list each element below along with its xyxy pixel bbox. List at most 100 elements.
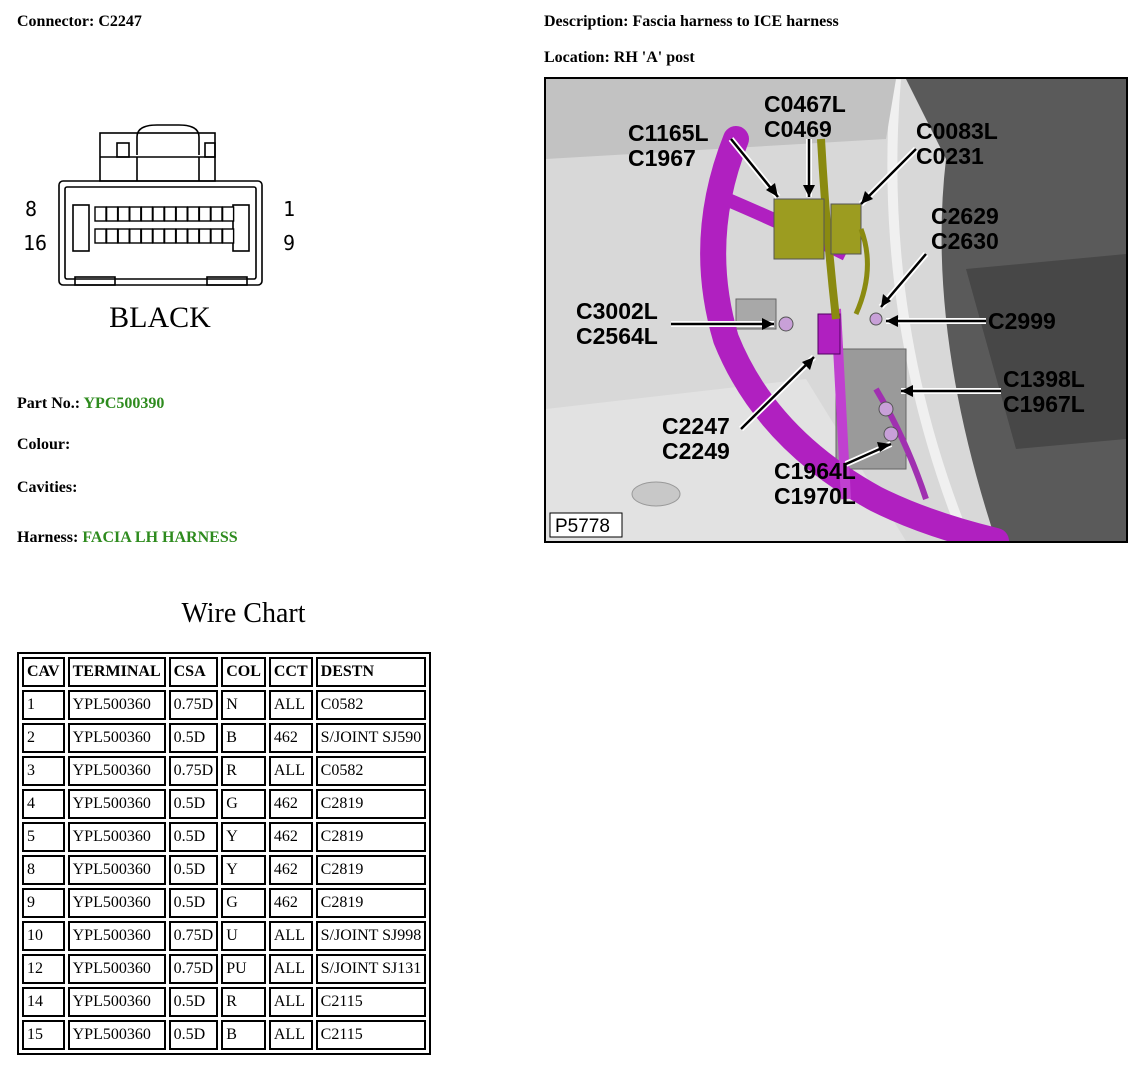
column-header-csa: CSA: [168, 657, 219, 687]
callout-c2999: C2999: [988, 308, 1056, 334]
pin-label-16: 16: [23, 231, 47, 255]
table-cell-csa: 0.5D: [168, 888, 219, 918]
table-cell-destn: C0582: [315, 756, 427, 786]
lilac-connector: [883, 426, 899, 442]
location-photo: C0467L C0469 C1165L C1967 C0083L C0231 C…: [544, 77, 1128, 543]
connector-pin: [175, 228, 188, 244]
part-number: Part No.: YPC500390: [17, 395, 164, 413]
table-cell-terminal: YPL500360: [67, 723, 166, 753]
table-cell-cav: 8: [22, 855, 65, 885]
connector-label: Connector:: [17, 13, 95, 30]
table-cell-col: B: [221, 723, 266, 753]
table-cell-cav: 4: [22, 789, 65, 819]
description-value: Fascia harness to ICE harness: [632, 13, 839, 30]
table-cell-cav: 9: [22, 888, 65, 918]
table-cell-destn: C2819: [315, 822, 427, 852]
table-cell-terminal: YPL500360: [67, 921, 166, 951]
table-cell-terminal: YPL500360: [67, 987, 166, 1017]
olive-lead: [853, 228, 870, 316]
table-cell-csa: 0.5D: [168, 723, 219, 753]
table-cell-csa: 0.5D: [168, 822, 219, 852]
table-cell-cav: 3: [22, 756, 65, 786]
callout-arrows: [671, 137, 1001, 467]
table-cell-cav: 5: [22, 822, 65, 852]
harness: Harness: FACIA LH HARNESS: [17, 529, 238, 547]
connector-pin: [163, 206, 177, 222]
connector-pin: [94, 228, 107, 244]
callout-c0083l: C0083L: [916, 118, 998, 144]
connector-value: C2247: [98, 13, 142, 30]
connector-pin: [210, 228, 223, 244]
callout-c2564l: C2564L: [576, 323, 658, 349]
table-cell-csa: 0.75D: [168, 921, 219, 951]
table-cell-col: Y: [221, 855, 266, 885]
connector-title: Connector: C2247: [17, 13, 142, 31]
location-photo-drawing: C0467L C0469 C1165L C1967 C0083L C0231 C…: [546, 79, 1126, 541]
table-cell-csa: 0.75D: [168, 756, 219, 786]
callout-c1967l: C1967L: [1003, 391, 1085, 417]
table-cell-cct: 462: [268, 855, 313, 885]
colour-label: Colour:: [17, 436, 71, 453]
table-cell-destn: C2819: [315, 888, 427, 918]
column-header-col: COL: [221, 657, 266, 687]
table-cell-col: B: [221, 1020, 266, 1050]
callout-c0469: C0469: [764, 116, 832, 142]
arrow-heads: [762, 183, 913, 452]
table-cell-col: N: [221, 690, 266, 720]
table-cell-col: Y: [221, 822, 266, 852]
connector-pin: [221, 206, 235, 222]
connector-pin: [140, 228, 154, 244]
magenta-branch-3: [873, 387, 929, 500]
column-header-terminal: TERMINAL: [67, 657, 166, 687]
connector-pin: [140, 206, 154, 222]
callout-c1967: C1967: [628, 145, 696, 171]
table-cell-cct: 462: [268, 789, 313, 819]
table-cell-cct: ALL: [268, 1020, 313, 1050]
table-cell-cav: 14: [22, 987, 65, 1017]
photo-ref-label: P5778: [555, 516, 610, 537]
connector-pin: [117, 206, 130, 222]
part-no-label: Part No.:: [17, 395, 81, 412]
table-cell-csa: 0.75D: [168, 690, 219, 720]
connector-pin: [198, 228, 212, 244]
callout-c2249: C2249: [662, 438, 730, 464]
connector-pin: [117, 228, 130, 244]
connector-pin: [210, 206, 223, 222]
pin-grid: [94, 206, 235, 244]
connector-pin: [221, 228, 235, 244]
connector-pin: [198, 206, 212, 222]
table-cell-cct: ALL: [268, 921, 313, 951]
table-cell-cav: 2: [22, 723, 65, 753]
table-cell-cav: 1: [22, 690, 65, 720]
table-cell-cav: 15: [22, 1020, 65, 1050]
table-cell-cct: ALL: [268, 987, 313, 1017]
table-cell-destn: C2819: [315, 789, 427, 819]
description: Description: Fascia harness to ICE harne…: [544, 13, 839, 31]
column-header-destn: DESTN: [315, 657, 427, 687]
location: Location: RH 'A' post: [544, 49, 695, 67]
connector-pin: [105, 206, 119, 222]
table-cell-cct: 462: [268, 723, 313, 753]
table-cell-terminal: YPL500360: [67, 855, 166, 885]
callout-c1398l: C1398L: [1003, 366, 1085, 392]
pin-label-9: 9: [283, 231, 295, 255]
connector-pin: [129, 228, 142, 244]
table-cell-terminal: YPL500360: [67, 888, 166, 918]
table-cell-terminal: YPL500360: [67, 1020, 166, 1050]
table-cell-destn: C2115: [315, 1020, 427, 1050]
wire-chart-title: Wire Chart: [181, 598, 306, 629]
connector-pin: [129, 206, 142, 222]
floor-plug: [631, 481, 681, 507]
table-cell-col: R: [221, 987, 266, 1017]
callout-labels: C0467L C0469 C1165L C1967 C0083L C0231 C…: [576, 91, 1085, 509]
